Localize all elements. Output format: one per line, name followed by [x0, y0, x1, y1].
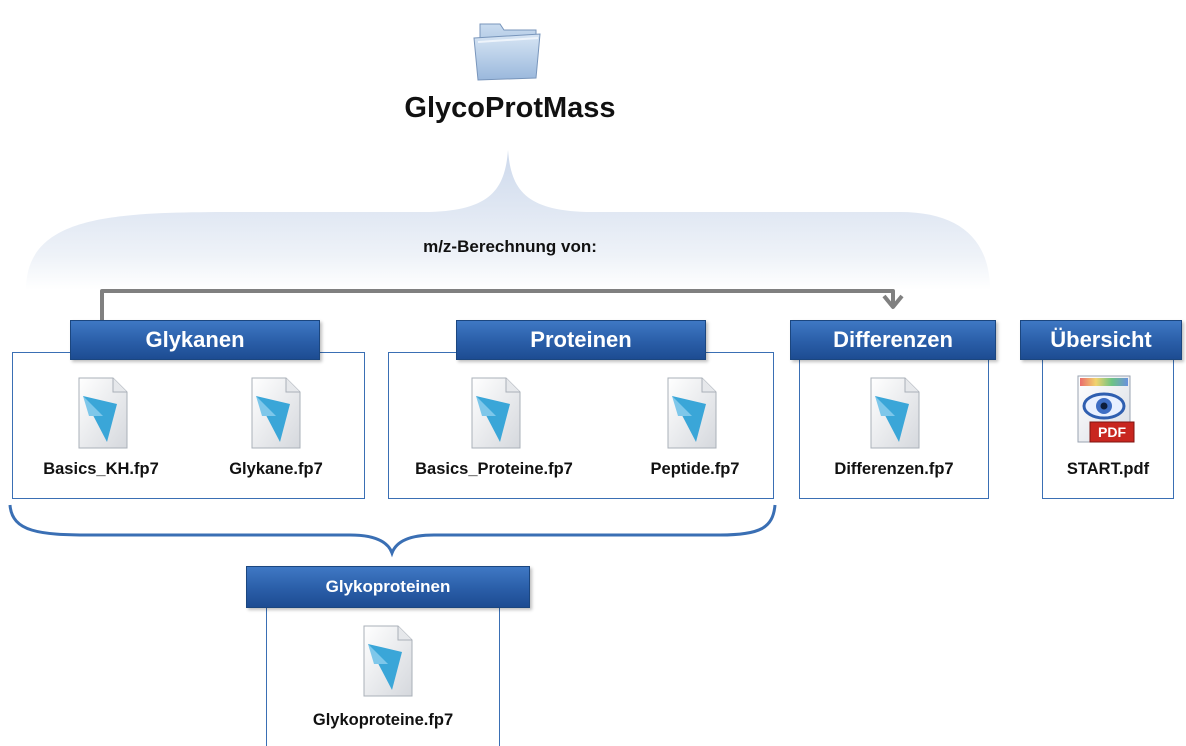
glykanen-header: Glykanen — [70, 320, 320, 360]
file-label-glykoproteine[interactable]: Glykoproteine.fp7 — [312, 711, 454, 729]
fp7-document-icon[interactable] — [246, 376, 304, 450]
fp7-document-icon[interactable] — [358, 624, 416, 698]
file-label-start-pdf[interactable]: START.pdf — [1066, 460, 1150, 478]
uebersicht-header: Übersicht — [1020, 320, 1182, 360]
file-label-differenzen[interactable]: Differenzen.fp7 — [834, 460, 954, 478]
curly-brace — [8, 504, 777, 558]
diagram-subtitle: m/z-Berechnung von: — [423, 237, 597, 256]
fp7-document-icon[interactable] — [865, 376, 923, 450]
pdf-icon[interactable]: PDF — [1072, 374, 1138, 454]
proteinen-header: Proteinen — [456, 320, 706, 360]
diagram-title: GlycoProtMass — [404, 92, 616, 124]
cloud-brace — [26, 150, 990, 290]
pdf-badge-text: PDF — [1098, 424, 1126, 440]
folder-icon — [470, 10, 546, 86]
file-label-glykane[interactable]: Glykane.fp7 — [229, 460, 323, 478]
differenzen-header: Differenzen — [790, 320, 996, 360]
glykoproteinen-header: Glykoproteinen — [246, 566, 530, 608]
file-label-basics-proteine[interactable]: Basics_Proteine.fp7 — [415, 460, 573, 478]
fp7-document-icon[interactable] — [466, 376, 524, 450]
file-label-peptide[interactable]: Peptide.fp7 — [650, 460, 740, 478]
glykanen-box — [12, 352, 365, 499]
arrow-head — [882, 294, 904, 309]
file-label-basics-kh[interactable]: Basics_KH.fp7 — [43, 460, 159, 478]
fp7-document-icon[interactable] — [73, 376, 131, 450]
glykoproteinen-box — [266, 600, 500, 746]
fp7-document-icon[interactable] — [662, 376, 720, 450]
